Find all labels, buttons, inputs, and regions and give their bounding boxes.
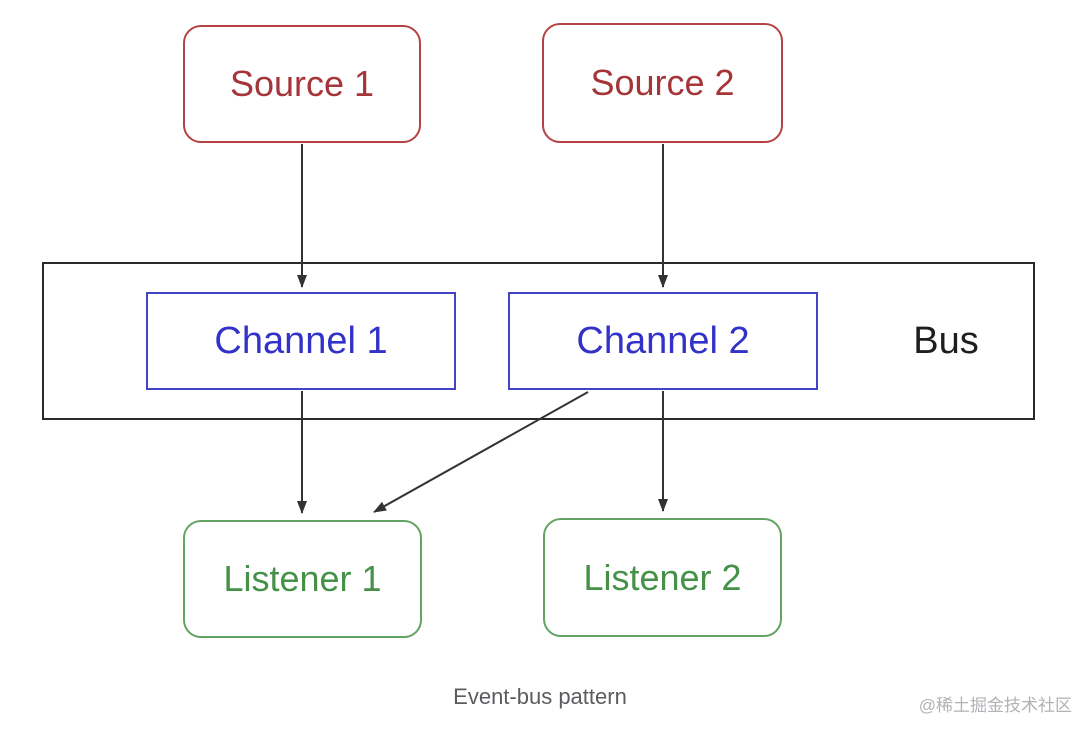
node-source-1: Source 1 bbox=[183, 25, 421, 143]
node-channel-2: Channel 2 bbox=[508, 292, 818, 390]
node-channel-2-label: Channel 2 bbox=[576, 319, 750, 362]
watermark-text: @稀土掘金技术社区 bbox=[918, 696, 1072, 715]
node-listener-2: Listener 2 bbox=[543, 518, 782, 637]
bus-label: Bus bbox=[913, 319, 979, 362]
node-listener-2-label: Listener 2 bbox=[583, 556, 742, 598]
node-listener-1-label: Listener 1 bbox=[223, 558, 382, 599]
node-listener-1: Listener 1 bbox=[183, 520, 422, 638]
diagram-caption: Event-bus pattern bbox=[453, 684, 627, 709]
node-source-1-label: Source 1 bbox=[229, 63, 375, 104]
node-source-2-label: Source 2 bbox=[590, 62, 735, 103]
node-source-2: Source 2 bbox=[542, 23, 783, 143]
node-channel-1-label: Channel 1 bbox=[214, 319, 388, 362]
node-channel-1: Channel 1 bbox=[146, 292, 456, 390]
